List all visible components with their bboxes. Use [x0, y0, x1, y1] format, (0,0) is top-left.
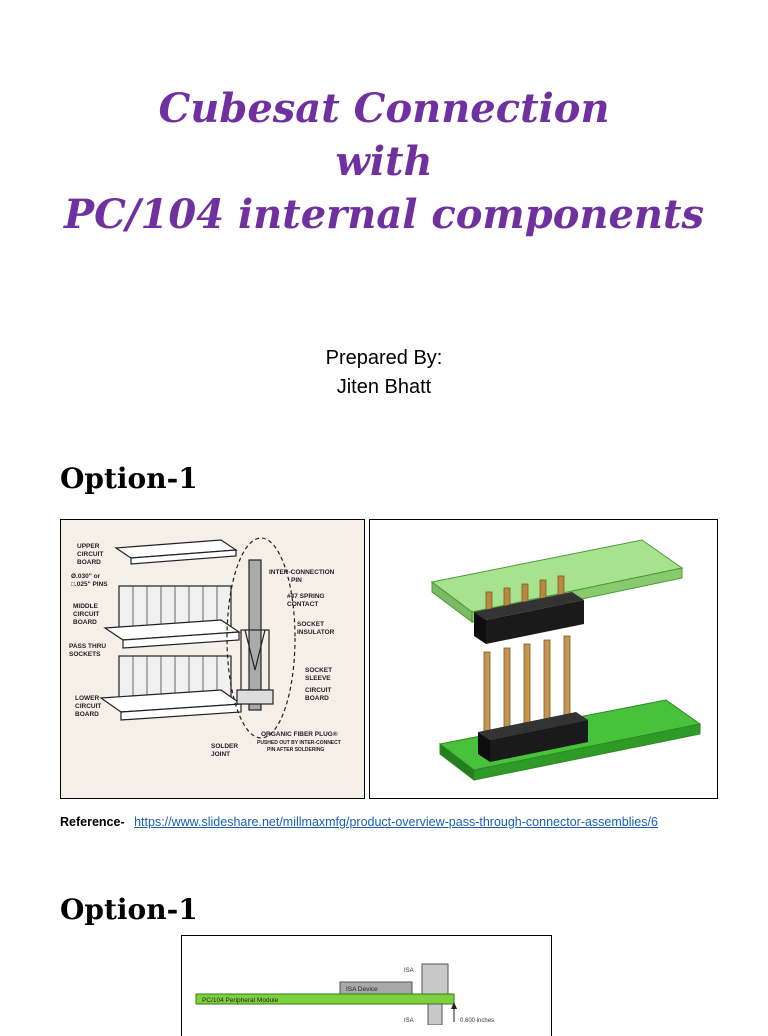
label-spring-1: #47 SPRING: [287, 593, 325, 600]
reference-link[interactable]: https://www.slideshare.net/millmaxmfg/pr…: [134, 815, 658, 829]
label-solder-1: SOLDER: [211, 743, 238, 750]
label-pass-2: SOCKETS: [69, 651, 101, 658]
label-circuit-1: CIRCUIT: [305, 687, 331, 694]
connector-3d-render: [430, 539, 702, 782]
option-heading-2: Option-1: [60, 893, 198, 926]
label-interconnect-2: PIN: [291, 577, 302, 584]
label-solder-2: JOINT: [211, 751, 230, 758]
label-insulator-1: SOCKET: [297, 621, 324, 628]
label-isa-top: ISA: [404, 968, 414, 974]
reference-line: Reference- https://www.slideshare.net/mi…: [60, 815, 658, 829]
label-pass-1: PASS THRU: [69, 643, 106, 650]
label-lower-3: BOARD: [75, 711, 99, 718]
prepared-by-label: Prepared By:: [325, 347, 443, 369]
slide-title: Cubesat Connection with PC/104 internal …: [0, 82, 768, 241]
label-middle-1: MIDDLE: [73, 603, 99, 610]
option-heading-1: Option-1: [60, 462, 198, 495]
label-insulator-2: INSULATOR: [297, 629, 335, 636]
label-middle-3: BOARD: [73, 619, 97, 626]
label-plug-2: PUSHED OUT BY INTER-CONNECT: [257, 740, 341, 746]
board-stack-drawing: [99, 537, 296, 739]
prepared-by-block: Prepared By: Jiten Bhatt: [0, 344, 768, 402]
label-middle-2: CIRCUIT: [73, 611, 99, 618]
pc104-stack-diagram: ISA ISA Device PC/104 Peripheral Module …: [195, 963, 494, 1026]
connector-cutaway-diagram: UPPER CIRCUIT BOARD Ø.030" or □.025" PIN…: [69, 537, 341, 758]
connector-cutaway-figure: UPPER CIRCUIT BOARD Ø.030" or □.025" PIN…: [60, 519, 365, 799]
label-plug-3: PIN AFTER SOLDERING: [267, 747, 324, 753]
label-peripheral-module: PC/104 Peripheral Module: [202, 997, 279, 1004]
label-pins-2: □.025" PINS: [71, 581, 108, 588]
label-upper-3: BOARD: [77, 559, 101, 566]
author-name: Jiten Bhatt: [336, 376, 432, 398]
label-lower-1: LOWER: [75, 695, 99, 702]
label-isa-bottom: ISA: [404, 1018, 414, 1024]
reference-label: Reference-: [60, 815, 125, 829]
label-spacing: 0.600 inches: [460, 1018, 494, 1024]
label-spring-2: CONTACT: [287, 601, 318, 608]
cutaway-labels: UPPER CIRCUIT BOARD Ø.030" or □.025" PIN…: [69, 543, 341, 758]
label-upper-1: UPPER: [77, 543, 100, 550]
label-sleeve-1: SOCKET: [305, 667, 332, 674]
pc104-stack-figure: ISA ISA Device PC/104 Peripheral Module …: [181, 935, 552, 1036]
label-interconnect-1: INTER-CONNECTION: [269, 569, 335, 576]
label-plug-1: ORGANIC FIBER PLUG®: [261, 730, 338, 738]
label-pins-1: Ø.030" or: [71, 573, 101, 580]
label-lower-2: CIRCUIT: [75, 703, 101, 710]
title-line-2: with: [335, 138, 433, 185]
title-line-3: PC/104 internal components: [64, 191, 704, 238]
label-upper-2: CIRCUIT: [77, 551, 103, 558]
label-isa-device: ISA Device: [346, 986, 378, 993]
connector-3d-figure: [369, 519, 718, 799]
label-sleeve-2: SLEEVE: [305, 675, 331, 682]
label-circuit-2: BOARD: [305, 695, 329, 702]
title-line-1: Cubesat Connection: [158, 85, 610, 132]
